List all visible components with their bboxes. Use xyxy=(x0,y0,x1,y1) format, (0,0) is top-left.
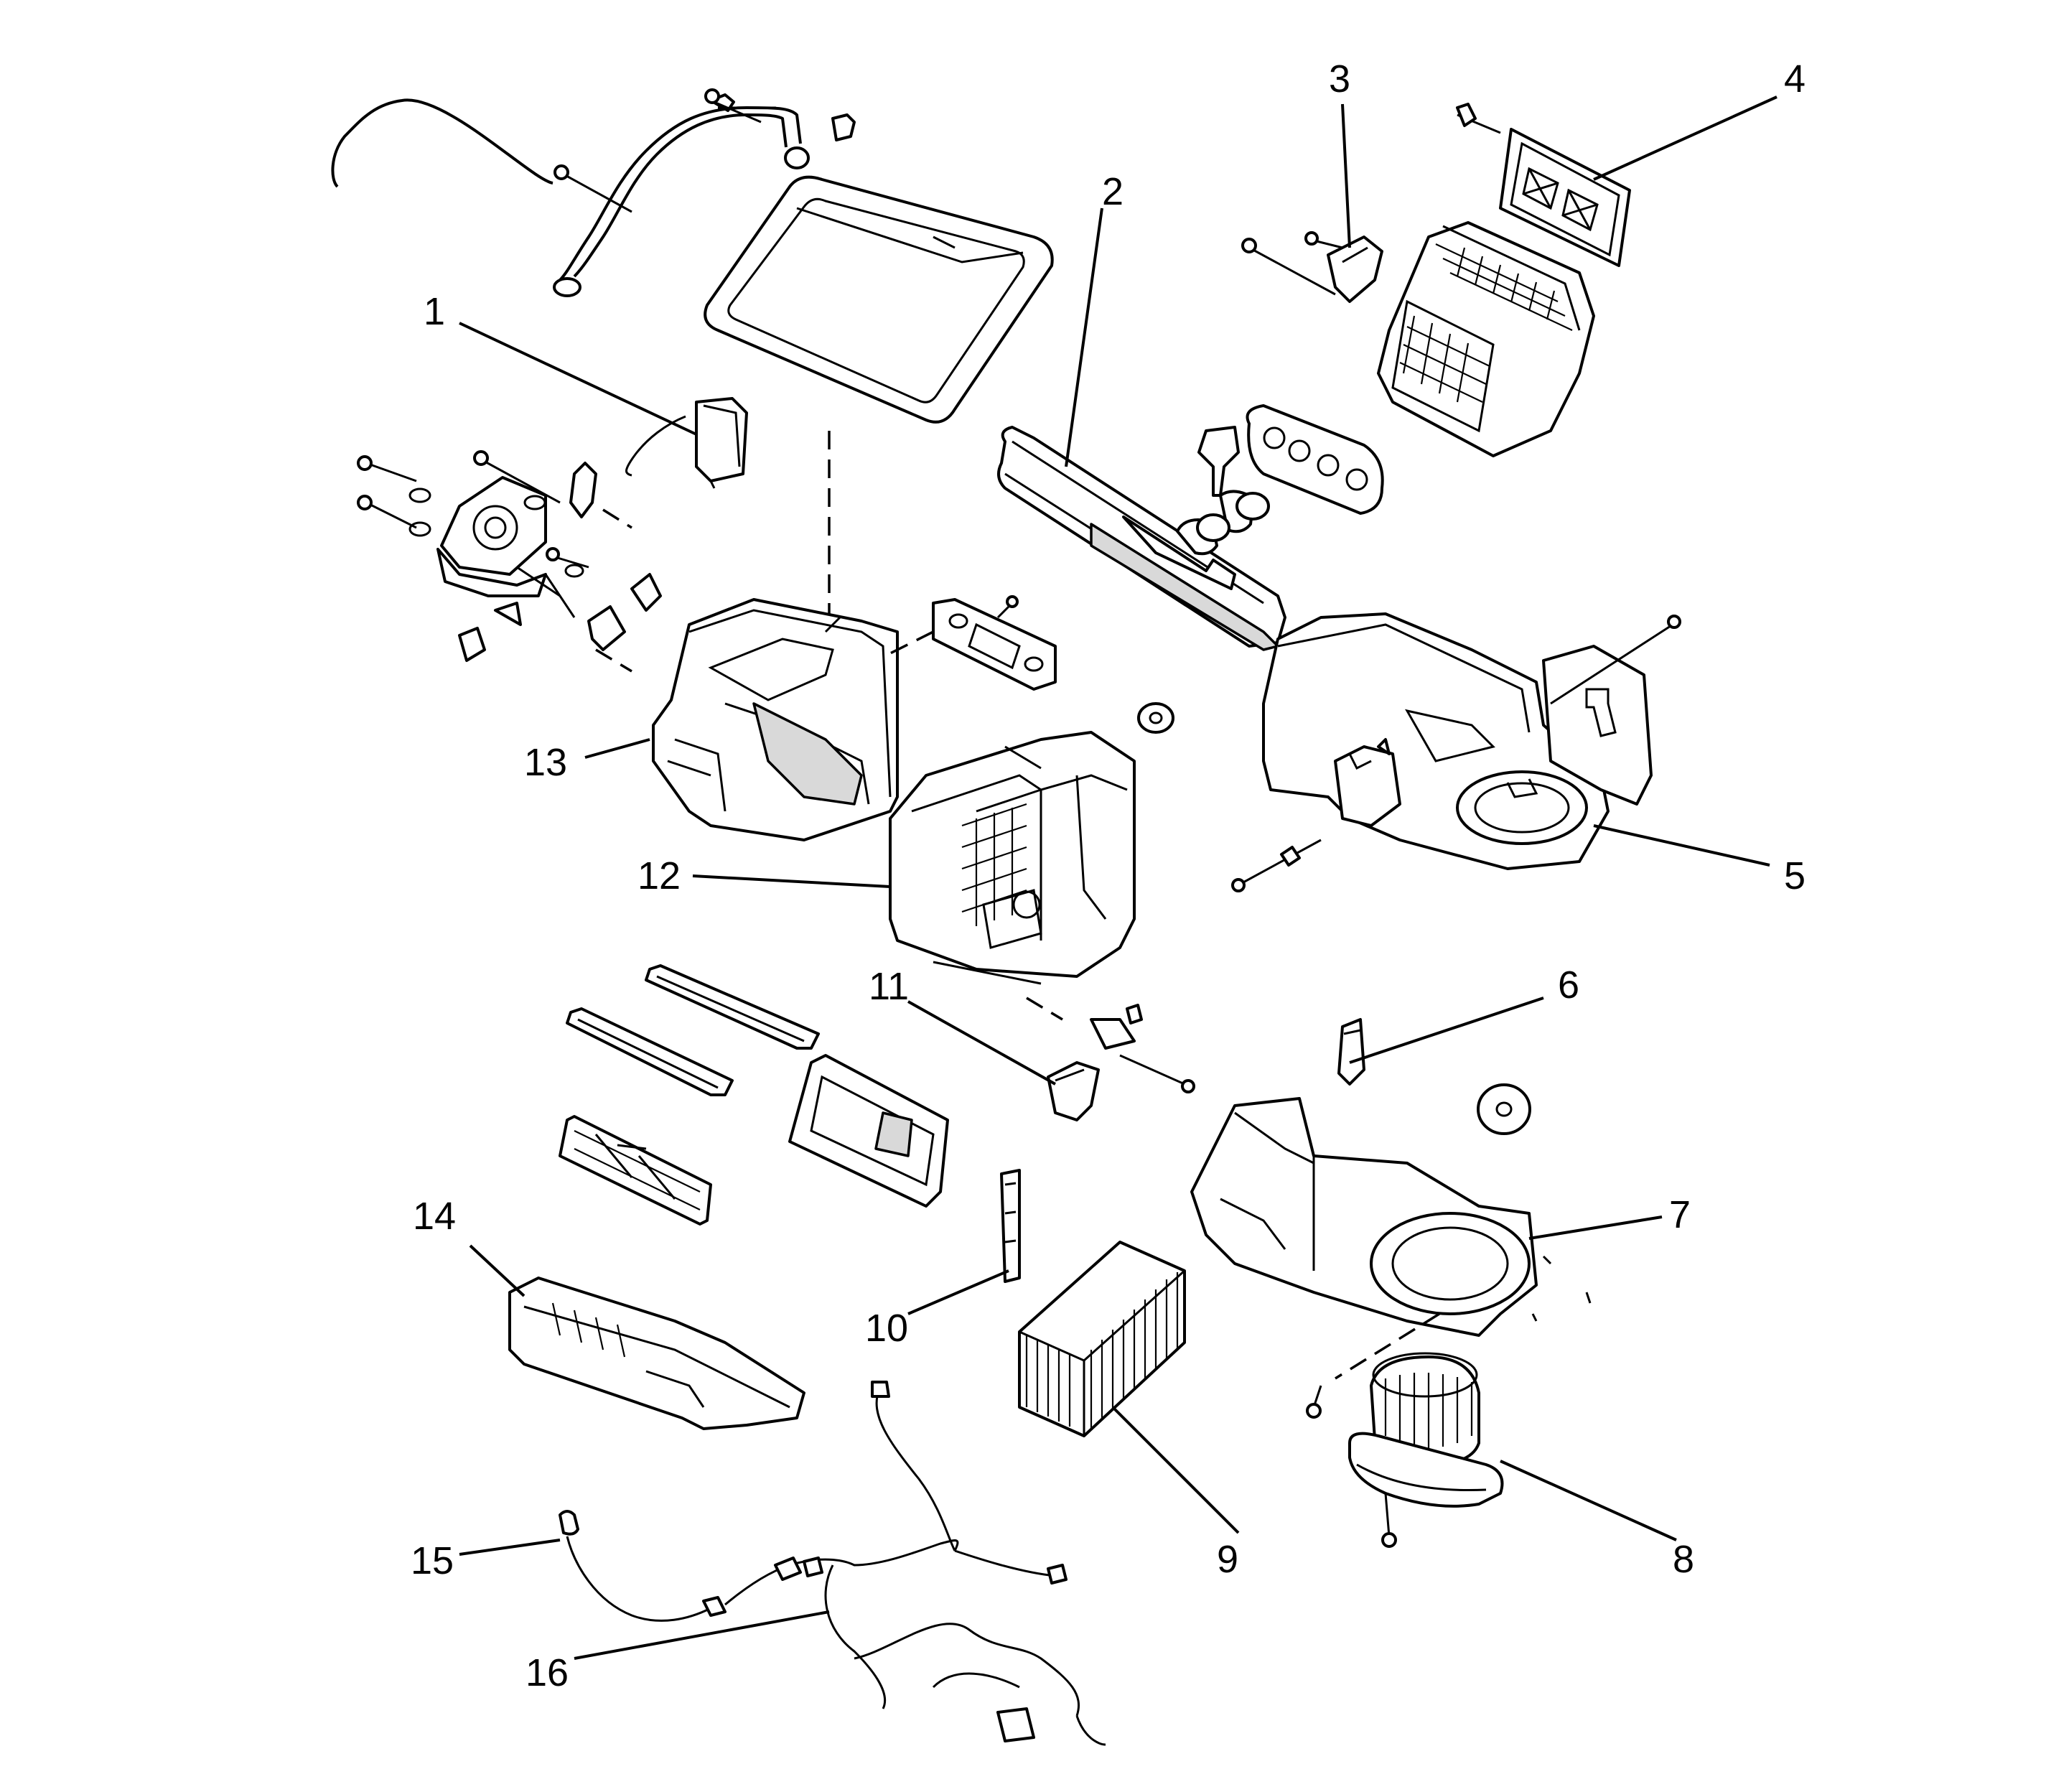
evaporator-seal-frame xyxy=(704,175,1054,617)
part-9-cabin-air-filter xyxy=(1018,1241,1186,1437)
callout-2: 2 xyxy=(1102,170,1124,213)
leader-10 xyxy=(907,1269,1009,1315)
callout-1: 1 xyxy=(424,290,445,333)
leader-15 xyxy=(459,1539,561,1556)
part-15-sensor-harness xyxy=(559,1510,727,1622)
grommet xyxy=(1137,702,1174,734)
leader-9 xyxy=(1111,1406,1240,1534)
part-14-floor-duct xyxy=(508,1277,805,1430)
callout-8: 8 xyxy=(1673,1538,1694,1581)
part-16-wiring-harness xyxy=(724,1381,1106,1746)
callout-12: 12 xyxy=(637,854,681,897)
leader-3 xyxy=(1341,103,1351,248)
temperature-doors xyxy=(559,964,949,1226)
mount-bracket-plate xyxy=(889,595,1057,691)
part-13-upper-case xyxy=(652,598,899,841)
part-6-clip xyxy=(1337,1018,1365,1086)
part-1-sensor xyxy=(625,397,748,489)
callout-14: 14 xyxy=(413,1195,456,1238)
part-4-filter-cover xyxy=(1456,103,1631,267)
leader-5 xyxy=(1593,824,1770,867)
leader-13 xyxy=(584,738,650,759)
part-8-blower-motor xyxy=(1306,1352,1504,1548)
leader-8 xyxy=(1500,1460,1677,1541)
leader-2 xyxy=(1065,207,1103,467)
leader-4 xyxy=(1593,95,1778,181)
heater-core-gasket xyxy=(1246,404,1384,515)
callout-4: 4 xyxy=(1784,57,1806,101)
part-5-blower-case xyxy=(1231,612,1681,892)
leader-7 xyxy=(1528,1215,1663,1240)
leader-1 xyxy=(459,322,697,436)
leader-lines xyxy=(459,95,1778,1660)
callout-7: 7 xyxy=(1669,1193,1691,1236)
callout-11: 11 xyxy=(869,965,909,1008)
leader-11 xyxy=(907,1000,1056,1086)
part-2-heater-core xyxy=(997,426,1286,651)
callout-5: 5 xyxy=(1784,854,1806,897)
callout-16: 16 xyxy=(525,1651,569,1694)
callout-labels: 1 2 3 4 5 6 7 8 9 10 11 12 13 14 15 16 xyxy=(411,57,1806,1694)
part-11-actuator xyxy=(1026,997,1195,1121)
callout-10: 10 xyxy=(865,1307,908,1350)
callout-6: 6 xyxy=(1558,963,1579,1007)
leader-12 xyxy=(692,874,891,888)
leader-16 xyxy=(574,1610,830,1660)
part-12-lower-case xyxy=(889,731,1136,985)
recirculation-door-housing xyxy=(1377,221,1595,457)
part-10-seal-strip xyxy=(1000,1169,1021,1283)
callout-13: 13 xyxy=(524,741,567,784)
heater-pipe xyxy=(331,88,856,297)
part-7-blower-lower-case xyxy=(1190,1097,1592,1380)
leader-6 xyxy=(1349,997,1544,1064)
callout-9: 9 xyxy=(1217,1538,1238,1581)
callout-15: 15 xyxy=(411,1539,454,1582)
part-3-bracket xyxy=(1241,231,1383,303)
leader-14 xyxy=(469,1244,525,1297)
blower-washer xyxy=(1477,1083,1531,1135)
callout-3: 3 xyxy=(1329,57,1350,101)
mode-actuator-assembly xyxy=(357,450,662,673)
